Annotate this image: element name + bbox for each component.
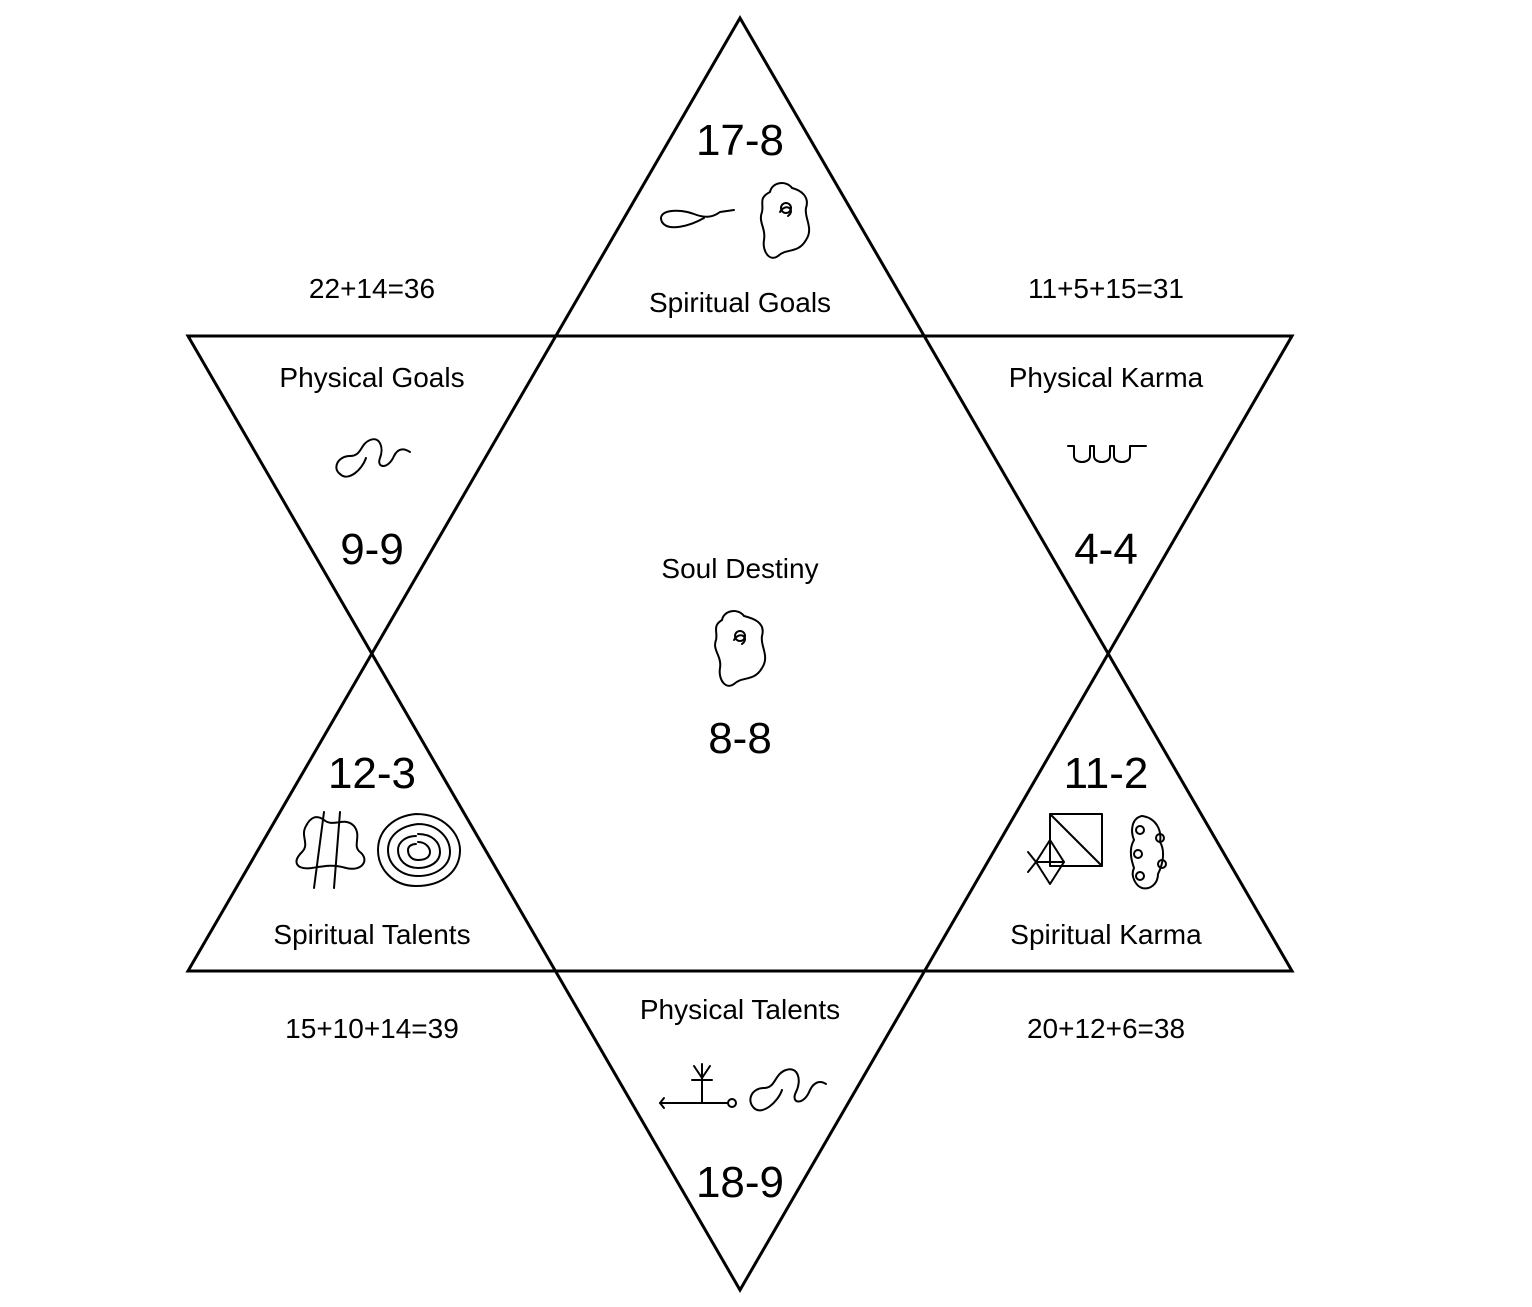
wave-stroke-icon	[660, 209, 735, 229]
trident-line-icon	[659, 1063, 737, 1109]
section-physical-karma: Physical Karma 4-4	[1009, 362, 1204, 574]
physical-goals-number: 9-9	[340, 525, 404, 574]
spiritual-karma-number: 11-2	[1064, 749, 1149, 798]
section-spiritual-talents: 12-3 Spiritual Talents	[273, 749, 470, 950]
physical-talents-label: Physical Talents	[640, 994, 840, 1025]
spiral-icon	[377, 813, 461, 887]
equation-upper-right: 11+5+15=31	[1028, 273, 1184, 304]
section-physical-goals: Physical Goals 9-9	[279, 362, 464, 574]
triple-cup-icon	[1067, 445, 1147, 463]
spiritual-karma-label: Spiritual Karma	[1010, 919, 1202, 950]
section-spiritual-goals: 17-8 Spiritual Goals	[649, 116, 831, 318]
section-physical-talents: Physical Talents 18-9	[640, 994, 840, 1207]
blob-knot-icon	[759, 182, 811, 259]
fish-square-icon	[1027, 813, 1103, 885]
blob-knot-icon	[714, 610, 767, 687]
squiggle-icon	[335, 438, 411, 478]
soul-destiny-number: 8-8	[708, 714, 772, 763]
equation-lower-right: 20+12+6=38	[1027, 1013, 1185, 1044]
upward-triangle	[185, 15, 1295, 973]
spiritual-talents-label: Spiritual Talents	[273, 919, 470, 950]
vase-lines-icon	[295, 811, 366, 889]
soul-destiny-label: Soul Destiny	[661, 553, 818, 584]
squiggle-icon	[749, 1068, 827, 1112]
physical-karma-label: Physical Karma	[1009, 362, 1204, 393]
chain-loops-icon	[1129, 815, 1167, 890]
section-spiritual-karma: 11-2 Spiritual Karma	[1010, 749, 1202, 950]
section-soul-destiny: Soul Destiny 8-8	[661, 553, 818, 763]
physical-karma-number: 4-4	[1074, 525, 1138, 574]
spiritual-talents-number: 12-3	[328, 749, 416, 798]
downward-triangle	[185, 334, 1295, 1293]
physical-talents-number: 18-9	[696, 1158, 784, 1207]
spiritual-goals-label: Spiritual Goals	[649, 287, 831, 318]
spiritual-goals-number: 17-8	[696, 116, 784, 165]
physical-goals-label: Physical Goals	[279, 362, 464, 393]
equation-lower-left: 15+10+14=39	[285, 1013, 459, 1044]
equation-upper-left: 22+14=36	[309, 273, 435, 304]
